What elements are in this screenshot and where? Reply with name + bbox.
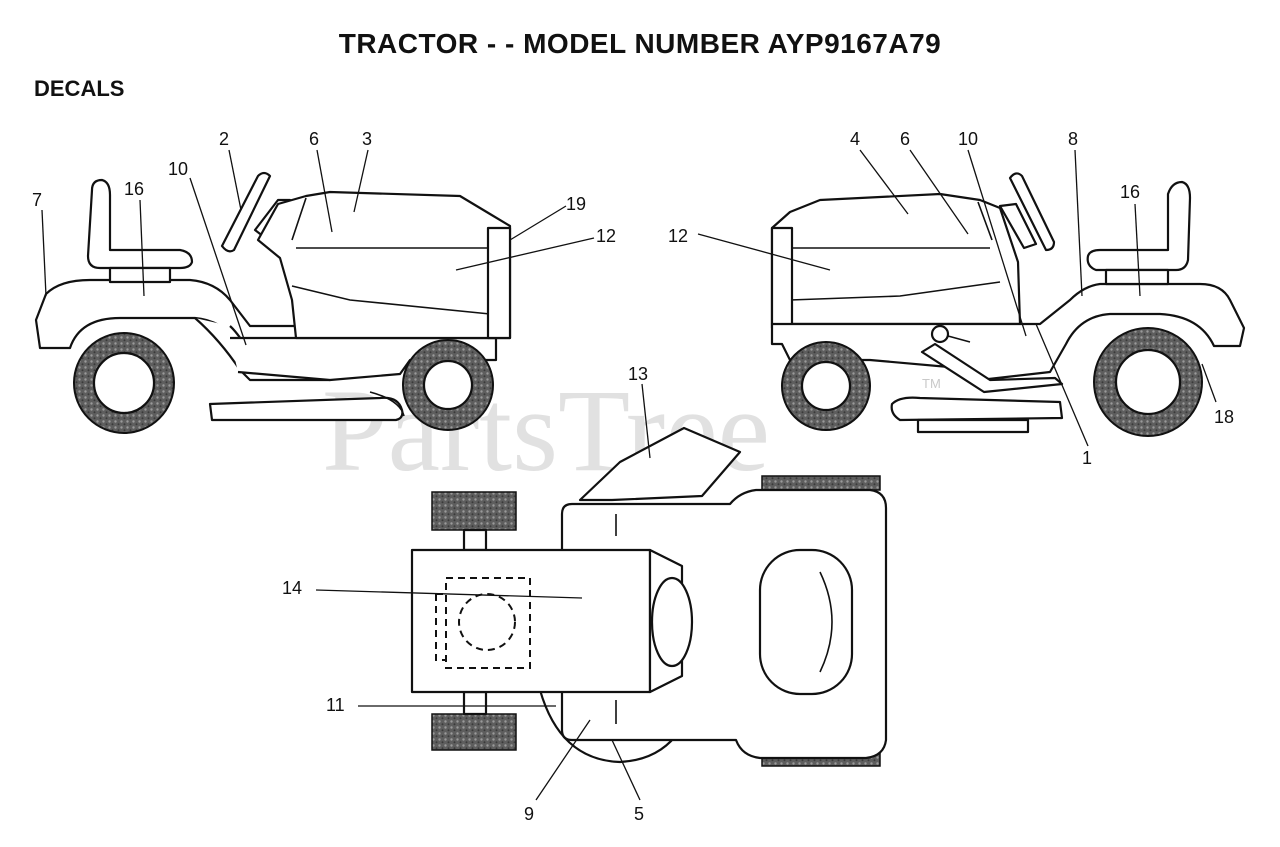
callout-leaders — [41, 149, 1217, 801]
page-title: TRACTOR - - MODEL NUMBER AYP9167A79 — [338, 28, 942, 59]
callout-6-right: 6 — [900, 129, 910, 149]
front-tire-top-b — [431, 713, 517, 751]
callout-14: 14 — [282, 578, 302, 598]
rear-tire-top-a — [761, 475, 881, 491]
front-tire-top-a — [431, 491, 517, 531]
callout-2: 2 — [219, 129, 229, 149]
callout-7-left: 7 — [32, 190, 42, 210]
callout-10-right: 10 — [958, 129, 978, 149]
section-heading: DECALS — [34, 76, 125, 101]
callout-16-right: 16 — [1120, 182, 1140, 202]
callout-12-right: 12 — [668, 226, 688, 246]
tractor-right-side-view — [770, 172, 1246, 437]
callout-11: 11 — [326, 695, 345, 715]
callout-labels: 7 2 10 16 6 3 19 12 12 4 6 10 8 16 18 1 … — [32, 129, 1234, 824]
callout-19: 19 — [566, 194, 586, 214]
watermark-trademark: TM — [922, 376, 941, 391]
callout-18: 18 — [1214, 407, 1234, 427]
callout-12-left: 12 — [596, 226, 616, 246]
callout-8: 8 — [1068, 129, 1078, 149]
callout-13: 13 — [628, 364, 648, 384]
callout-9: 9 — [524, 804, 534, 824]
callout-5: 5 — [634, 804, 644, 824]
callout-3: 3 — [362, 129, 372, 149]
tractor-top-view — [410, 426, 888, 767]
callout-4: 4 — [850, 129, 860, 149]
tractor-left-side-view — [34, 171, 512, 434]
callout-10-left: 10 — [168, 159, 188, 179]
callout-6-left: 6 — [309, 129, 319, 149]
callout-16-left: 16 — [124, 179, 144, 199]
callout-1: 1 — [1082, 448, 1092, 468]
